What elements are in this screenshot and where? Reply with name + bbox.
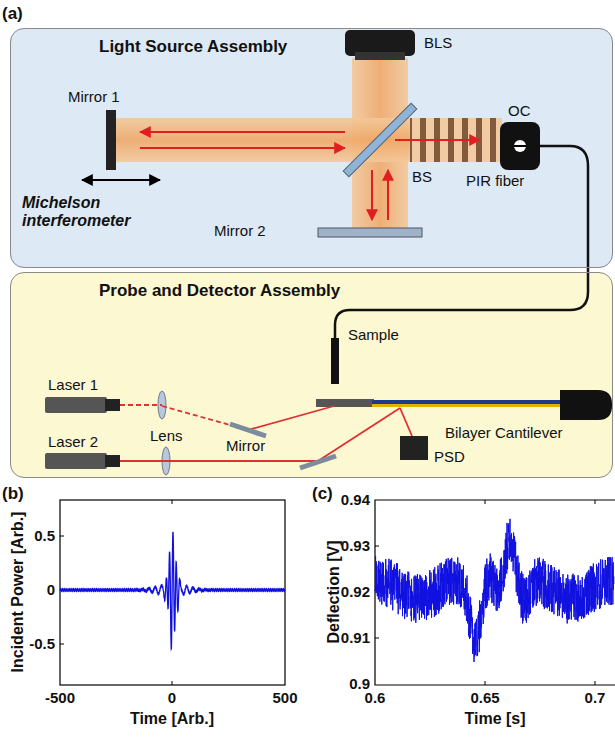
panel-title: Light Source Assembly xyxy=(99,37,287,57)
tick-label: 0.65 xyxy=(470,689,499,706)
line-shape xyxy=(172,500,173,504)
rect-shape xyxy=(45,397,107,413)
tick-label: 0 xyxy=(168,689,176,706)
optical-coupler xyxy=(500,122,540,170)
plot-b xyxy=(60,500,285,685)
tick-label: 0.92 xyxy=(341,583,370,600)
fiber-tip xyxy=(331,338,339,384)
part-label: Sample xyxy=(348,326,399,343)
mirror-2 xyxy=(318,228,422,237)
tick-label: 0 xyxy=(47,581,55,598)
assembly-panel: Light Source Assembly xyxy=(10,28,613,268)
line-shape xyxy=(172,681,173,685)
part-label: BS xyxy=(412,168,432,185)
pir-fiber xyxy=(335,146,588,340)
line-shape xyxy=(120,404,162,406)
line-shape xyxy=(387,170,389,220)
rect-shape xyxy=(372,404,564,407)
path-shape xyxy=(60,532,285,649)
tick-label: 0.94 xyxy=(341,491,370,508)
line-shape xyxy=(82,179,160,181)
mirror-a xyxy=(230,424,266,436)
tick-label: 0.91 xyxy=(341,629,370,646)
sample-plate xyxy=(316,399,374,407)
panel-letter: (b) xyxy=(2,484,24,504)
rect-shape xyxy=(355,52,405,60)
part-label: PIR fiber xyxy=(466,172,524,189)
line-shape xyxy=(120,460,318,462)
tick-label: -0.5 xyxy=(29,635,55,652)
plot-c xyxy=(375,500,615,685)
part-label: Lens xyxy=(150,427,183,444)
line-shape xyxy=(60,536,64,537)
line-shape xyxy=(395,139,480,141)
rect-shape xyxy=(500,122,540,170)
part-label: PSD xyxy=(434,448,465,465)
line-shape xyxy=(371,170,373,220)
laser-beams xyxy=(120,405,412,461)
panel-letter: (a) xyxy=(2,4,23,24)
line-shape xyxy=(318,408,400,461)
g-shape xyxy=(60,500,172,685)
line-shape xyxy=(485,500,486,504)
probe-ground xyxy=(10,272,613,478)
path-shape xyxy=(560,390,612,420)
tick-label: 0.5 xyxy=(34,527,55,544)
part-label: BLS xyxy=(424,34,452,51)
line-shape xyxy=(375,638,379,639)
part-label: Mirror xyxy=(226,437,265,454)
path-shape xyxy=(375,519,614,662)
line-shape xyxy=(595,681,596,685)
tick-label: -500 xyxy=(45,689,75,706)
axis-title: Incident Power [Arb.] xyxy=(9,512,27,673)
tick-label: 0.7 xyxy=(585,689,606,706)
mirror-1 xyxy=(82,110,160,180)
rect-shape xyxy=(105,455,120,467)
rect-shape xyxy=(60,500,285,685)
rect-shape xyxy=(105,399,120,411)
line-shape xyxy=(485,681,486,685)
part-label: Mirror 1 xyxy=(68,88,120,105)
axis-title: Time [s] xyxy=(464,710,525,728)
tick-label: 500 xyxy=(272,689,297,706)
part-label: OC xyxy=(508,102,531,119)
group-label: Michelson interferometer xyxy=(22,194,147,231)
axis-title: Time [Arb.] xyxy=(130,710,214,728)
michelson-beams xyxy=(116,58,502,228)
line-shape xyxy=(514,145,526,147)
broadband-light-source xyxy=(345,30,415,60)
line-shape xyxy=(140,131,345,133)
line-shape xyxy=(140,147,345,149)
tick-label: 0.6 xyxy=(365,689,386,706)
line-shape xyxy=(400,408,412,436)
mirror-b xyxy=(300,456,336,468)
light-source-ground xyxy=(10,28,613,268)
rect-shape xyxy=(106,110,116,170)
bilayer-cantilever xyxy=(372,390,612,420)
tick-label: 0.93 xyxy=(341,537,370,554)
part-label: Laser 1 xyxy=(48,376,98,393)
psd xyxy=(400,436,428,460)
assembly-panel: Probe and Detector Assembly xyxy=(10,272,613,478)
panel-letter: (c) xyxy=(312,484,333,504)
line-shape xyxy=(595,500,596,504)
line-shape xyxy=(248,406,334,430)
beam-arrows xyxy=(140,132,480,220)
circle-shape xyxy=(514,140,526,152)
rect-shape xyxy=(372,400,564,404)
line-shape xyxy=(60,644,64,645)
line-shape xyxy=(375,546,379,547)
panel-title: Probe and Detector Assembly xyxy=(99,281,340,301)
rect-shape xyxy=(45,453,107,469)
laser-2 xyxy=(45,453,120,469)
part-label: Laser 2 xyxy=(48,433,98,450)
laser-1 xyxy=(45,397,120,413)
path-shape xyxy=(375,500,615,685)
part-label: Mirror 2 xyxy=(214,222,266,239)
axis-title: Deflection [V] xyxy=(325,540,343,643)
part-label: Bilayer Cantilever xyxy=(445,424,563,441)
